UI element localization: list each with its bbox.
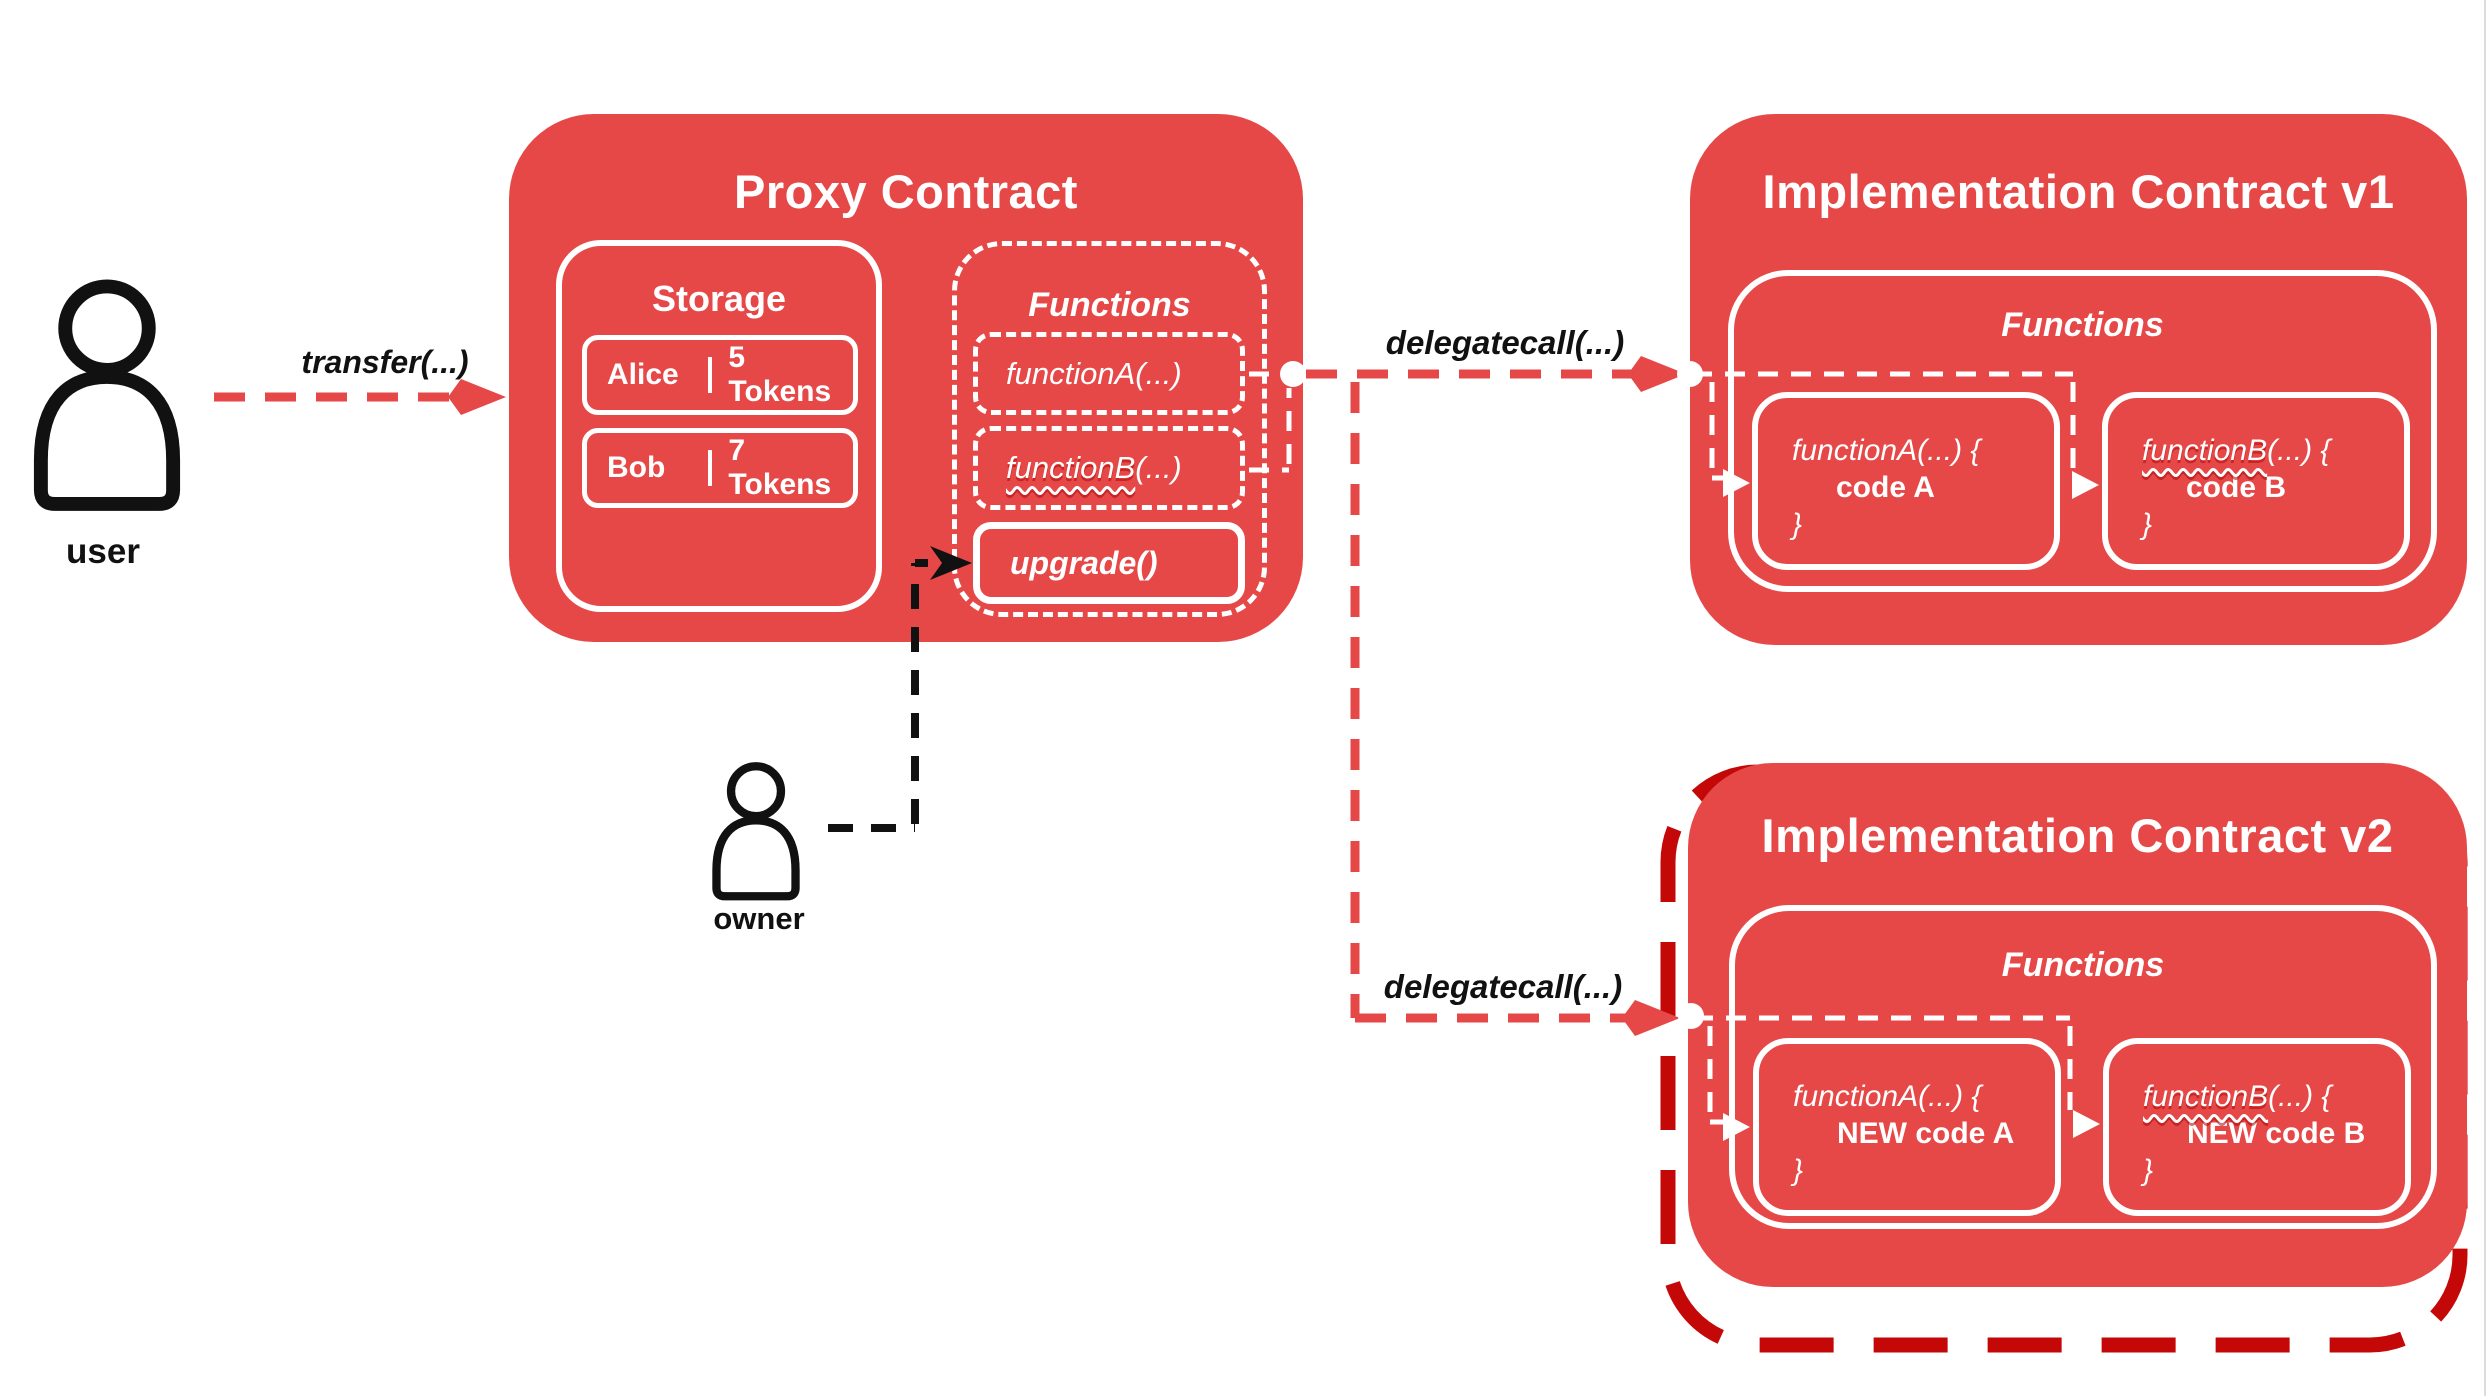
proxy-functions-box (952, 241, 1267, 617)
v1-function-b-body: code B (2186, 471, 2287, 504)
v1-function-b-close: } (2142, 508, 2153, 541)
proxy-upgrade-function: upgrade() (973, 522, 1245, 604)
storage-row-name: Bob (607, 451, 666, 484)
proxy-function-b-label: functionB(...) (1006, 450, 1182, 485)
proxy-contract-box (509, 114, 1303, 642)
user-person-icon (41, 286, 173, 504)
owner-label: owner (713, 901, 805, 936)
v1-functions-title: Functions (2001, 306, 2164, 344)
v1-function-a-signature: functionA(...) { (1792, 434, 1981, 467)
v1-function-b: functionB(...) { code B } (2102, 392, 2410, 570)
storage-row-name: Alice (607, 358, 679, 391)
owner-person-icon (716, 766, 795, 896)
storage-title: Storage (651, 278, 787, 319)
delegatecall-v2-label: delegatecall(...) (1383, 968, 1623, 1005)
storage-row-divider (708, 450, 713, 486)
delegatecall-arrow-v2 (1350, 382, 1680, 1036)
transfer-arrow (214, 379, 506, 415)
v2-function-b-signature: functionB(...) { (2143, 1080, 2332, 1113)
proxy-function-a: functionA(...) (973, 332, 1245, 415)
storage-row-alice: Alice 5 Tokens (582, 335, 858, 415)
v2-function-a-signature: functionA(...) { (1793, 1080, 1982, 1113)
delegatecall-v1-label: delegatecall(...) (1385, 324, 1625, 361)
proxy-contract-title: Proxy Contract (734, 165, 1078, 218)
storage-row-bob: Bob 7 Tokens (582, 428, 858, 508)
v2-function-a: functionA(...) { NEW code A } (1753, 1038, 2061, 1216)
storage-row-value: 7 Tokens (728, 434, 832, 501)
proxy-function-b: functionB(...) (973, 426, 1245, 510)
page-edge-line (2484, 0, 2486, 1396)
v2-function-a-body: NEW code A (1837, 1117, 2015, 1150)
storage-box (556, 240, 882, 612)
v2-function-b: functionB(...) { NEW code B } (2103, 1038, 2411, 1216)
v2-functions-title: Functions (2001, 946, 2165, 984)
v1-functions-box (1728, 270, 2437, 592)
implementation-v1-title: Implementation Contract v1 (1762, 165, 2395, 218)
proxy-functions-title: Functions (1028, 286, 1191, 324)
v2-function-b-body: NEW code B (2187, 1117, 2366, 1150)
v1-function-a-close: } (1792, 508, 1803, 541)
storage-row-divider (708, 357, 713, 393)
user-label: user (66, 532, 140, 571)
v1-function-b-signature: functionB(...) { (2142, 434, 2331, 467)
proxy-function-a-label: functionA(...) (1006, 355, 1182, 391)
transfer-label: transfer(...) (301, 344, 469, 380)
v1-function-a: functionA(...) { code A } (1752, 392, 2060, 570)
storage-row-value: 5 Tokens (728, 341, 832, 408)
v2-function-a-close: } (1793, 1154, 1804, 1187)
implementation-v2-title: Implementation Contract v2 (1761, 809, 2394, 862)
v2-function-b-close: } (2143, 1154, 2154, 1187)
implementation-v1-box (1690, 114, 2467, 645)
v1-function-a-body: code A (1836, 471, 1935, 504)
proxy-upgrade-label: upgrade() (1010, 544, 1158, 581)
